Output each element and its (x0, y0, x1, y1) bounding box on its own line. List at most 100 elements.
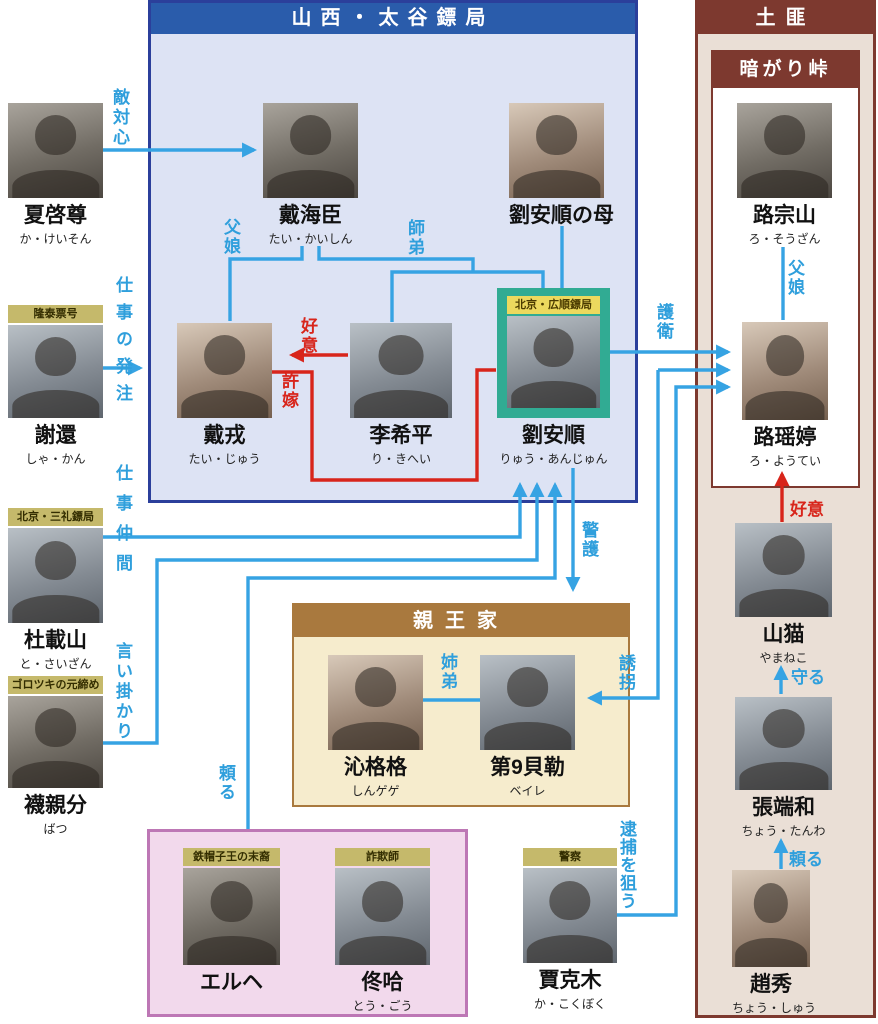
character-name: 張端和 (752, 796, 815, 819)
portrait-sha-kan (8, 325, 103, 419)
character-ka-kokuboku: 警察 賈克木 か・こくぼく (523, 848, 617, 1012)
relation-label-koui-left: 好意 (298, 317, 317, 355)
character-reading: ベイレ (509, 784, 546, 799)
character-reading: ろ・ようてい (748, 454, 821, 469)
character-name: 杜載山 (24, 629, 87, 653)
character-name: 路宗山 (753, 204, 816, 227)
character-reading: ばつ (43, 822, 68, 837)
group-kuragari-pass: 暗がり峠 (711, 50, 860, 488)
relation-label-shigoto-nakama: 仕事仲間 (113, 464, 132, 584)
relation-label-tekitaishin: 敵対心 (110, 88, 129, 148)
character-ri-kihei: 李希平 り・きへい (350, 323, 452, 467)
portrait-ro-yotei (742, 322, 828, 420)
portrait-to-saizan (8, 528, 103, 624)
character-eruhe: 鉄帽子王の末裔 エルヘ (183, 848, 280, 994)
character-reading: しゃ・かん (25, 452, 86, 467)
portrait-ka-keison (8, 103, 103, 198)
character-shin-gege: 沁格格 しんゲゲ (328, 655, 423, 799)
relation-label-yukai: 誘拐 (616, 654, 635, 692)
affiliation-tag-sagishi: 詐欺師 (335, 848, 430, 867)
character-name: 劉安順 (522, 424, 585, 448)
character-tai-ju: 戴戎 たい・じゅう (177, 323, 272, 467)
affiliation-tag-gorotsuki: ゴロツキの元締め (8, 676, 103, 695)
relation-label-goei: 護衛 (654, 303, 673, 341)
affiliation-tag-tetsuboshi: 鉄帽子王の末裔 (183, 848, 280, 867)
group-kuragari-title: 暗がり峠 (713, 52, 858, 88)
character-reading: とう・ごう (352, 999, 413, 1014)
character-reading: りゅう・あんじゅん (499, 452, 608, 467)
relation-label-koui-right: 好意 (790, 500, 824, 519)
relation-label-tayoru-right: 頼る (789, 850, 823, 869)
character-cho-tanwa: 張端和 ちょう・たんわ (735, 697, 832, 839)
character-reading: やまねこ (759, 651, 808, 666)
character-sha-kan: 隆泰票号 謝還 しゃ・かん (8, 305, 103, 467)
group-taigu-agency: 山西・太谷鏢局 (148, 0, 638, 503)
relation-label-shitei: 師弟 (405, 219, 424, 257)
character-reading: か・けいそん (19, 232, 92, 247)
relation-label-shitei-kyodai: 姉弟 (438, 653, 457, 691)
character-dai9-beile: 第9貝勒 ベイレ (480, 655, 575, 799)
portrait-liu-anshun-mother (509, 103, 604, 198)
portrait-shin-gege (328, 655, 423, 750)
relation-label-iigakari: 言い掛かり (113, 642, 132, 742)
character-name: 戴戎 (203, 424, 246, 447)
character-reading: ちょう・たんわ (741, 824, 826, 839)
portrait-dai9-beile (480, 655, 575, 750)
portrait-ryu-anjun (507, 316, 600, 409)
portrait-to-go (335, 868, 430, 966)
portrait-yamaneko (735, 523, 832, 617)
portrait-tai-kaishin (263, 103, 358, 198)
relation-label-taiho-wo-nerau: 逮捕を狙う (617, 820, 636, 910)
character-name: エルヘ (200, 971, 263, 995)
character-name: 劉安順の母 (509, 204, 614, 227)
character-to-saizan: 北京・三礼鏢局 杜載山 と・さいざん (8, 508, 103, 672)
character-ka-keison: 夏啓尊 か・けいそん (8, 103, 103, 247)
affiliation-tag-sanrei: 北京・三礼鏢局 (8, 508, 103, 527)
portrait-ro-sozan (737, 103, 832, 198)
character-ryu-anjun: 北京・広順鏢局 劉安順 りゅう・あんじゅん (497, 288, 610, 467)
character-cho-shu: 趙秀 ちょう・しゅう (732, 870, 817, 1016)
character-reading: しんゲゲ (351, 784, 400, 799)
portrait-cho-tanwa (735, 697, 832, 790)
relation-label-fuujou-right: 父娘 (785, 259, 804, 297)
character-tai-kaishin: 戴海臣 たい・かいしん (263, 103, 358, 247)
character-liu-anshun-mother: 劉安順の母 (509, 103, 614, 227)
group-bandits-title: 土匪 (698, 3, 873, 34)
character-name: 賈克木 (538, 969, 602, 993)
character-reading: と・さいざん (19, 657, 92, 672)
character-ro-yotei: 路瑶婷 ろ・ようてい (742, 322, 828, 469)
character-reading: か・こくぼく (533, 997, 606, 1012)
character-name: 夏啓尊 (24, 204, 87, 227)
portrait-tai-ju (177, 323, 272, 418)
relation-label-fuujou-left: 父娘 (221, 218, 240, 256)
relation-label-tayoru-left: 頼る (216, 764, 235, 802)
character-reading: ろ・そうざん (748, 232, 821, 247)
character-name: 沁格格 (344, 756, 407, 779)
relation-label-iinazuke: 許嫁 (279, 372, 298, 410)
character-to-go: 詐欺師 佟哈 とう・ごう (335, 848, 430, 1014)
affiliation-tag-ryutai: 隆泰票号 (8, 305, 103, 324)
character-reading: り・きへい (370, 452, 431, 467)
portrait-ka-kokuboku (523, 868, 617, 964)
character-name: 山猫 (762, 623, 805, 646)
character-name: 佟哈 (361, 971, 404, 995)
character-name: 戴海臣 (279, 204, 342, 227)
character-reading: たい・じゅう (188, 452, 261, 467)
character-name: 襪親分 (24, 794, 87, 818)
relation-label-mamoru: 守る (791, 668, 825, 687)
affiliation-tag-koujun: 北京・広順鏢局 (507, 296, 600, 315)
group-taigu-title: 山西・太谷鏢局 (151, 3, 635, 34)
portrait-batsu (8, 696, 103, 789)
relation-label-shigoto-no-hacchu: 仕事の発注 (113, 276, 132, 411)
character-batsu: ゴロツキの元締め 襪親分 ばつ (8, 676, 103, 837)
character-yamaneko: 山猫 やまねこ (735, 523, 832, 666)
group-royal-family-title: 親王家 (294, 605, 628, 637)
affiliation-tag-keisatsu: 警察 (523, 848, 617, 867)
portrait-ri-kihei (350, 323, 452, 418)
portrait-cho-shu (732, 870, 810, 967)
character-name: 路瑶婷 (753, 426, 817, 449)
relation-label-keigo: 警護 (579, 521, 598, 559)
character-reading: ちょう・しゅう (732, 1001, 817, 1016)
